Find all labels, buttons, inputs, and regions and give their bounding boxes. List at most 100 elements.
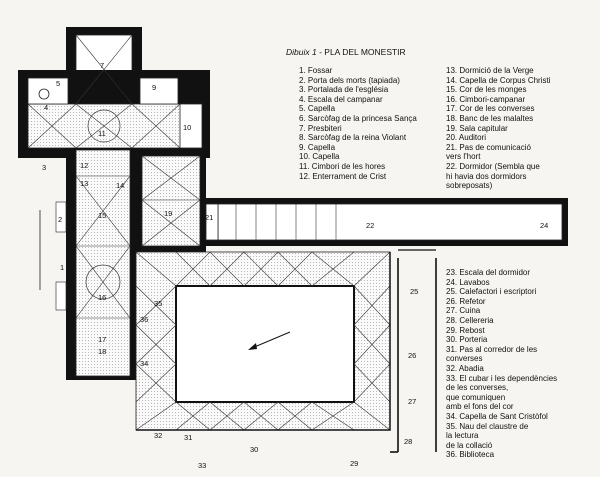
cloister-ribs: [135, 251, 391, 431]
legend-item: 28. Cellereria: [446, 315, 494, 325]
plan-label-16: 16: [98, 293, 106, 302]
transept-floor: [27, 103, 201, 149]
dormitory-floor: [217, 203, 563, 241]
plan-label-36: 36: [140, 315, 148, 324]
legend-item: 30. Porteria: [446, 335, 488, 345]
legend-item: 12. Enterrament de Crist: [299, 171, 387, 181]
plan-label-10: 10: [183, 123, 191, 132]
dormitory-arches: [235, 204, 337, 240]
plan-label-9: 9: [152, 83, 156, 92]
legend-item: 5. Capella: [299, 104, 336, 114]
plan-label-8: 8: [120, 83, 124, 92]
legend-item: 11. Cimbori de les hores: [299, 161, 386, 171]
legend-item: 24. Lavabos: [446, 277, 490, 287]
plan-label-33: 33: [198, 461, 206, 470]
direction-arrow: [251, 331, 291, 349]
legend-item: 22. Dormidor (Sembla que hi havia dos do…: [446, 161, 540, 191]
plan-label-13: 13: [80, 179, 88, 188]
plan-label-15: 15: [98, 211, 106, 220]
legend-item: 25. Calefactori i escriptori: [446, 287, 537, 297]
legend-item: 19. Sala capitular: [446, 123, 508, 133]
legend-item: 16. Cimbori-campanar: [446, 94, 526, 104]
legend-item: 27. Cuina: [446, 306, 481, 316]
plan-label-17: 17: [98, 335, 106, 344]
legend-item: 26. Refetor: [446, 296, 486, 306]
plan-label-1: 1: [60, 263, 64, 272]
plan-label-14: 14: [116, 181, 124, 190]
legend-item: 15. Cor de les monges: [446, 85, 527, 95]
plan-label-11: 11: [98, 129, 106, 138]
legend-item: 9. Capella: [299, 142, 336, 152]
plan-label-7: 7: [100, 61, 104, 70]
plan-label-4: 4: [44, 103, 48, 112]
legend-item: 36. Biblioteca: [446, 450, 495, 460]
legend-item: 7. Presbiteri: [299, 123, 342, 133]
plan-label-20: 20: [206, 239, 214, 248]
legend-item: 32. Abadia: [446, 363, 484, 373]
plan-label-27: 27: [408, 397, 416, 406]
plan-numbers: 1 2 3 4 5 6 7 8 9 10 11 12 13 14 15 16 1…: [42, 61, 548, 470]
plan-label-2: 2: [58, 215, 62, 224]
legend-item: 20. Auditori: [446, 133, 487, 143]
passage-21: [205, 203, 219, 241]
legend-item: 6. Sarcòfag de la princesa Sança: [299, 113, 417, 123]
west-door-right: [55, 281, 67, 311]
plan-label-32: 32: [154, 431, 162, 440]
plan-label-18: 18: [98, 347, 106, 356]
dormitory-wing: [204, 198, 568, 246]
legend-item: 21. Pas de comunicació vers l'hort: [446, 142, 531, 162]
plan-label-35: 35: [154, 299, 162, 308]
legend-item: 2. Porta dels morts (tapiada): [299, 75, 400, 85]
legend-item: 8. Sarcòfag de la reina Violant: [299, 133, 407, 143]
legend-item: 14. Capella de Corpus Christi: [446, 75, 551, 85]
chapel-10-floor: [179, 103, 203, 149]
plan-label-22: 22: [366, 221, 374, 230]
legend-item: 1. Fossar: [299, 66, 333, 75]
east-wing: [390, 249, 437, 453]
chapel-9-floor: [139, 77, 179, 105]
plan-title: Dibuix 1 - PLA DEL MONESTIR: [286, 47, 406, 57]
bell-tower-dome: [85, 264, 121, 300]
legend-item: 35. Nau del claustre de la lectura de la…: [446, 421, 529, 450]
plan-title-text: - PLA DEL MONESTIR: [316, 47, 406, 57]
plan-label-31: 31: [184, 433, 192, 442]
plan-label-23: 23: [325, 239, 333, 248]
direction-arrow-head: [248, 343, 257, 350]
plan-label-5: 5: [56, 79, 60, 88]
plan-label-21: 21: [205, 213, 213, 222]
west-door-left: [55, 201, 67, 233]
legend-item: 18. Banc de les malaltes: [446, 113, 534, 123]
plan-label-28: 28: [404, 437, 412, 446]
legend-item: 17. Cor de les converses: [446, 104, 535, 114]
plan-label-34: 34: [140, 359, 148, 368]
crossing-dome: [87, 109, 121, 143]
plan-label-30: 30: [250, 445, 258, 454]
cloister: [135, 251, 391, 431]
legend-item: 33. El cubar i les dependències de les c…: [446, 373, 558, 412]
legend-item: 10. Capella: [299, 152, 340, 162]
chapter-house-floor: [141, 155, 201, 247]
church: [18, 27, 210, 380]
plan-label-26: 26: [408, 351, 416, 360]
plan-label-3: 3: [42, 163, 46, 172]
plan-label-12: 12: [80, 161, 88, 170]
legend-item: 13. Dormició de la Verge: [446, 66, 534, 75]
plan-label-6: 6: [82, 83, 86, 92]
legend-item: 29. Rebost: [446, 325, 485, 335]
legend-item: 3. Portalada de l'església: [299, 85, 389, 95]
cloister-south-wall: [136, 252, 391, 431]
legend-item: 34. Capella de Sant Cristòfol: [446, 411, 548, 421]
legend-item: 4. Escala del campanar: [299, 94, 383, 104]
legend-item: 23. Escala del dormidor: [446, 268, 531, 277]
vault-ribs: [27, 34, 201, 319]
legend-item: 31. Pas al corredor de les converses: [446, 344, 538, 364]
plan-label-25: 25: [410, 287, 418, 296]
plan-title-prefix: Dibuix 1: [286, 47, 317, 57]
stair-tower: [38, 88, 50, 100]
plan-label-29: 29: [350, 459, 358, 468]
plan-label-24: 24: [540, 221, 548, 230]
